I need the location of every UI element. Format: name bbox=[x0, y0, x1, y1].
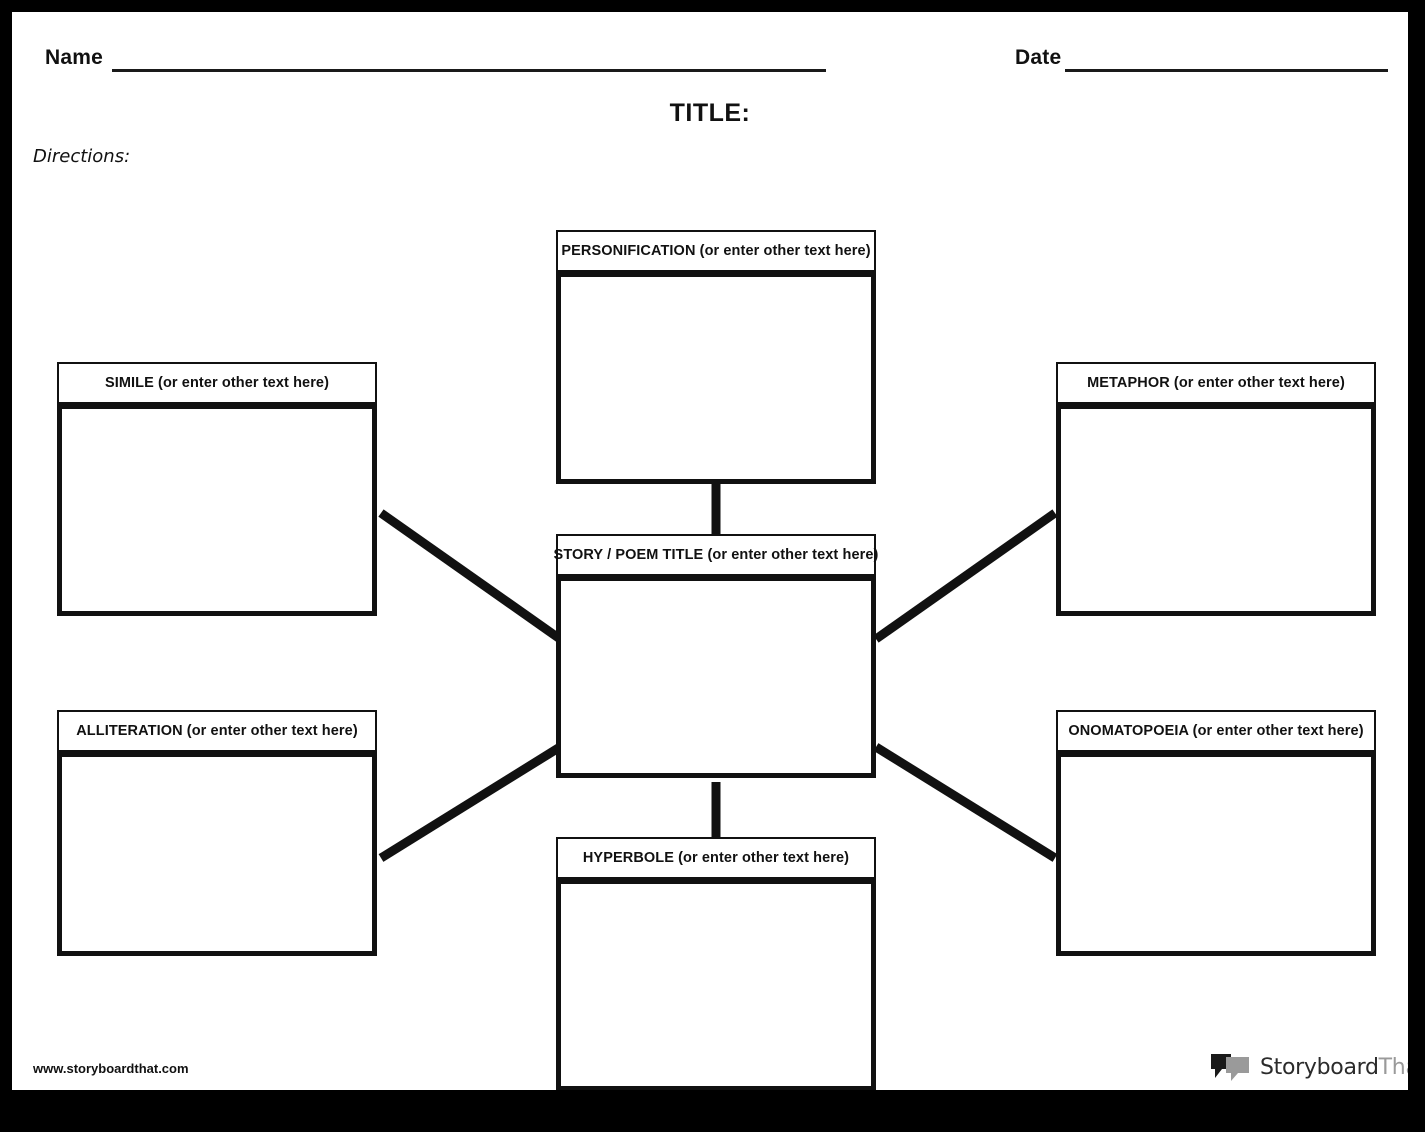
connector-alliteration bbox=[378, 743, 563, 862]
node-hyperbole-header[interactable]: HYPERBOLE (or enter other text here) bbox=[556, 837, 876, 879]
connector-lines bbox=[378, 483, 1058, 862]
node-simile-header[interactable]: SIMILE (or enter other text here) bbox=[57, 362, 377, 404]
node-story-poem-title-textarea[interactable] bbox=[556, 576, 876, 778]
brand-logo: StoryboardThat bbox=[1209, 1052, 1408, 1082]
node-alliteration-label: ALLITERATION (or enter other text here) bbox=[76, 723, 358, 739]
node-story-poem-title-header[interactable]: STORY / POEM TITLE (or enter other text … bbox=[553, 534, 879, 576]
node-story-poem-title-label: STORY / POEM TITLE (or enter other text … bbox=[553, 547, 879, 563]
connector-simile bbox=[378, 509, 563, 643]
speech-bubbles-icon bbox=[1211, 1054, 1249, 1081]
node-onomatopoeia-textarea[interactable] bbox=[1056, 752, 1376, 956]
name-label: Name bbox=[45, 46, 103, 69]
node-metaphor-label: METAPHOR (or enter other text here) bbox=[1087, 375, 1345, 391]
connector-metaphor bbox=[873, 509, 1058, 643]
node-hyperbole-label: HYPERBOLE (or enter other text here) bbox=[582, 850, 850, 866]
connector-onomatopoeia bbox=[873, 743, 1058, 862]
footer-url[interactable]: www.storyboardthat.com bbox=[33, 1061, 189, 1076]
node-hyperbole-textarea[interactable] bbox=[556, 879, 876, 1090]
worksheet-page: Name Date TITLE: Directions: PERSONIFICA… bbox=[12, 12, 1408, 1090]
directions-label: Directions: bbox=[33, 146, 131, 167]
node-personification-label: PERSONIFICATION (or enter other text her… bbox=[561, 243, 871, 259]
name-write-line[interactable] bbox=[112, 69, 826, 72]
node-personification: PERSONIFICATION (or enter other text her… bbox=[556, 230, 876, 484]
node-alliteration: ALLITERATION (or enter other text here) bbox=[57, 710, 377, 956]
node-metaphor: METAPHOR (or enter other text here) bbox=[1056, 362, 1376, 616]
node-personification-textarea[interactable] bbox=[556, 272, 876, 484]
date-label: Date bbox=[1015, 46, 1062, 69]
node-simile: SIMILE (or enter other text here) bbox=[57, 362, 377, 616]
node-onomatopoeia-header[interactable]: ONOMATOPOEIA (or enter other text here) bbox=[1056, 710, 1376, 752]
node-onomatopoeia: ONOMATOPOEIA (or enter other text here) bbox=[1056, 710, 1376, 956]
node-story-poem-title: STORY / POEM TITLE (or enter other text … bbox=[553, 534, 879, 778]
node-onomatopoeia-label: ONOMATOPOEIA (or enter other text here) bbox=[1068, 723, 1364, 739]
node-hyperbole: HYPERBOLE (or enter other text here) bbox=[556, 837, 876, 1090]
date-write-line[interactable] bbox=[1065, 69, 1388, 72]
brand-name-primary: Storyboard bbox=[1260, 1054, 1379, 1080]
node-simile-textarea[interactable] bbox=[57, 404, 377, 616]
spider-map-diagram: PERSONIFICATION (or enter other text her… bbox=[12, 12, 1408, 1090]
node-personification-header[interactable]: PERSONIFICATION (or enter other text her… bbox=[556, 230, 876, 272]
node-metaphor-textarea[interactable] bbox=[1056, 404, 1376, 616]
node-alliteration-textarea[interactable] bbox=[57, 752, 377, 956]
node-metaphor-header[interactable]: METAPHOR (or enter other text here) bbox=[1056, 362, 1376, 404]
node-alliteration-header[interactable]: ALLITERATION (or enter other text here) bbox=[57, 710, 377, 752]
page-title: TITLE: bbox=[669, 99, 751, 127]
brand-name-secondary: That bbox=[1378, 1054, 1408, 1080]
node-simile-label: SIMILE (or enter other text here) bbox=[104, 375, 330, 391]
